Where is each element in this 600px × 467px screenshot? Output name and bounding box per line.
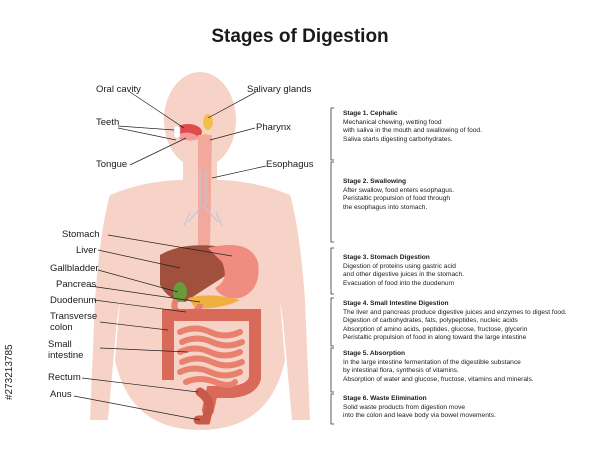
stage-3-line: and other digestive juices in the stomac… [343,271,464,279]
label-small-intestine-1: Small [48,339,72,350]
label-rectum: Rectum [48,372,81,383]
diagram-title: Stages of Digestion [211,26,389,47]
stage-5-heading: Stage 5. Absorption [343,350,406,357]
stage-2-line: After swallow, food enters esophagus. [343,186,455,194]
stage-2-heading: Stage 2. Swallowing [343,178,407,185]
label-oral-cavity: Oral cavity [96,84,141,95]
stage-1-line: Saliva starts digesting carbohydrates. [343,135,453,143]
label-transverse-colon-1: Transverse [50,311,98,322]
stage-4-line: Digestion of carbohydrates, fats, polype… [343,317,518,325]
label-salivary-glands: Salivary glands [247,84,312,95]
stage-2: Stage 2. Swallowing After swallow, food … [343,178,593,212]
label-tongue: Tongue [96,159,128,170]
stage-3-line: Digestion of proteins using gastric acid [343,262,456,270]
stage-1-heading: Stage 1. Cephalic [343,110,398,117]
label-small-intestine-2: intestine [48,350,84,361]
stage-6-heading: Stage 6. Waste Elimination [343,395,427,402]
stage-4: Stage 4. Small Intestine Digestion The l… [343,300,593,343]
stage-4-line: The liver and pancreas produce digestive… [343,308,567,316]
leader-lines [73,91,267,421]
label-anus: Anus [50,389,72,400]
rectum-shape [193,387,214,425]
stage-6: Stage 6. Waste Elimination Solid waste p… [343,395,593,421]
tongue-shape [176,132,200,141]
label-liver: Liver [76,245,97,256]
stock-image-id: #273213785 [4,344,15,400]
label-pharynx: Pharynx [256,122,291,133]
label-duodenum: Duodenum [50,295,97,306]
stage-6-line: Solid waste products from digestion move [343,403,466,411]
colon-shape [162,309,261,416]
stage-3-line: Evacuation of food into the duodenum [343,279,455,287]
stage-2-line: the esophagus into stomach. [343,203,428,211]
teeth-shape [173,125,181,139]
stage-4-line: Absorption of amino acids, peptides, glu… [343,325,528,333]
label-teeth: Teeth [96,117,120,128]
stage-2-line: Peristaltic propulsion of food through [343,195,451,203]
salivary-gland-shape [203,114,213,130]
label-esophagus: Esophagus [266,159,314,170]
label-gallbladder: Gallbladder [50,263,99,274]
stage-3: Stage 3. Stomach Digestion Digestion of … [343,254,593,288]
stage-3-heading: Stage 3. Stomach Digestion [343,254,430,261]
stomach-shape [208,245,259,299]
label-pancreas: Pancreas [56,279,97,290]
trachea-shape [183,170,223,227]
stage-1-line: Mechanical chewing, wetting food [343,118,442,126]
stage-4-heading: Stage 4. Small Intestine Digestion [343,300,449,307]
small-intestine-shape [177,325,245,388]
stage-5-line: by intestinal flora, synthesis of vitami… [343,367,459,375]
stage-6-line: into the colon and leave body via bowel … [343,412,496,420]
stage-5: Stage 5. Absorption In the large intesti… [343,350,593,384]
stage-1-line: with saliva in the mouth and swallowing … [343,127,482,135]
label-stomach: Stomach [62,229,100,240]
stage-5-line: Absorption of water and glucose, fructos… [343,375,534,383]
stage-4-line: Peristaltic propulsion of food in along … [343,334,527,342]
stage-brackets [330,107,334,425]
stage-1: Stage 1. Cephalic Mechanical chewing, we… [343,110,593,144]
label-transverse-colon-2: colon [50,322,73,333]
stage-5-line: In the large intestine fermentation of t… [343,358,521,366]
esophagus-shape [198,135,212,250]
gallbladder-shape [173,282,187,302]
